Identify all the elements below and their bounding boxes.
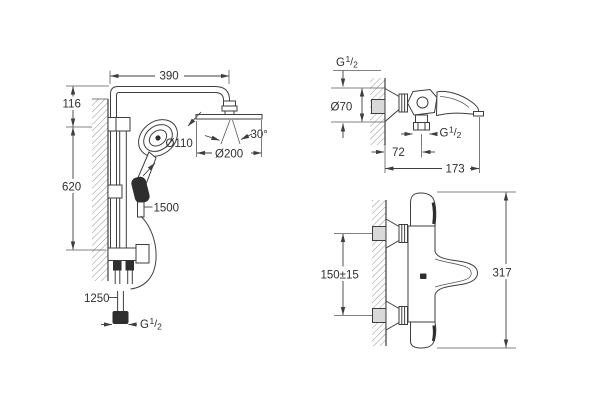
- dim-overall-width-label: 317: [493, 268, 512, 280]
- dim-hand-diameter-label: Ø110: [166, 138, 193, 150]
- dim-escutcheon-label: Ø70: [331, 102, 353, 114]
- wall-brackets: [107, 117, 150, 284]
- dim-arm-projection: 390: [109, 69, 230, 84]
- escutcheon-bottom: [385, 300, 400, 331]
- ball-joint: [221, 105, 238, 112]
- handle-top-grip-mark: [431, 202, 436, 225]
- dim-arm-height: 116: [60, 85, 109, 128]
- shower-riser-and-arm: [110, 86, 230, 248]
- wall-section-left: [92, 98, 109, 281]
- outlet-nut: [413, 122, 430, 131]
- temp-marking: [420, 273, 427, 279]
- handle-top: [410, 192, 437, 227]
- union-nut-top: [398, 224, 408, 243]
- hose-connector: [112, 311, 129, 324]
- dim-inlet-spacing-label: 150±15: [321, 270, 359, 282]
- dim-shower-hose: 1500: [144, 203, 179, 215]
- union-nut-bottom: [398, 306, 408, 325]
- dim-overall-width: 317: [437, 191, 521, 349]
- dim-inlet-spacing: 150±15: [318, 233, 372, 316]
- dim-arm-projection-label: 390: [160, 71, 179, 83]
- dim-head-diameter-label: Ø200: [215, 149, 243, 161]
- mixer-body: [407, 192, 479, 349]
- escutcheon-top: [385, 218, 400, 249]
- dim-head-shower-diameter: Ø200: [196, 120, 262, 161]
- dim-escutcheon-diameter: Ø70: [329, 87, 385, 123]
- outlet-tube: [415, 114, 428, 123]
- shower-hose-loop: [130, 215, 157, 290]
- handle-hub: [416, 96, 429, 109]
- spray-line-left: [220, 119, 231, 145]
- lower-bracket: [107, 247, 137, 261]
- dim-rail-length-label: 620: [62, 182, 81, 194]
- pipe-inner: [116, 92, 224, 248]
- dim-arm-height-label: 116: [63, 99, 81, 111]
- joint-collar: [224, 110, 235, 115]
- pipe-outer: [110, 86, 230, 248]
- wall-thread-union: [371, 99, 386, 114]
- head-shower: [195, 100, 263, 145]
- dim-outlet-hose: 1250: [84, 293, 117, 305]
- spout-body: [435, 90, 480, 117]
- inlet-thread-bottom: [372, 308, 387, 323]
- dim-outlet-offset-label: 72: [392, 147, 405, 159]
- dim-hand-shower-diameter: Ø110: [142, 111, 202, 177]
- handle-bottom: [410, 321, 437, 349]
- dim-spray-angle-label: 30°: [251, 129, 268, 141]
- dim-rail-length: 620: [60, 127, 106, 251]
- dim-outlet-offset: 72: [371, 134, 435, 159]
- outlet-stub-left: [113, 260, 122, 271]
- body-outline: [407, 225, 479, 323]
- hand-shower: [131, 119, 178, 218]
- dim-outlet-thread: G1/2: [401, 125, 462, 141]
- view-thermostat: 150±15 317: [318, 191, 521, 349]
- hose-stub: [137, 201, 145, 218]
- spray-line-right: [232, 119, 241, 145]
- dim-projection: 173: [385, 117, 480, 176]
- union-body: [371, 87, 484, 131]
- head-shower-disc: [195, 114, 263, 120]
- dim-connection-thread-label: G1/2: [140, 316, 162, 332]
- wall-section-top-right: [370, 78, 386, 173]
- dim-outlet-hose-label: 1250: [84, 293, 110, 305]
- dim-outlet-thread-label: G1/2: [440, 125, 462, 141]
- inlet-thread-top: [372, 226, 387, 241]
- upper-bracket: [107, 117, 131, 132]
- handle-side: [406, 88, 438, 116]
- escutcheon-cone: [384, 87, 400, 123]
- dim-spray-angle: 30°: [204, 129, 268, 141]
- wall-hatch: [372, 200, 386, 346]
- dim-connection-thread: G1/2: [101, 316, 162, 332]
- wall-section-bottom-right: [372, 200, 387, 346]
- dim-wall-thread-label: G1/2: [336, 54, 358, 70]
- inlet-unions: [372, 218, 408, 331]
- spout-contour: [439, 96, 470, 108]
- dim-projection-label: 173: [446, 164, 465, 176]
- handle-bottom-grip-mark: [431, 325, 436, 342]
- diverter-block: [135, 244, 150, 264]
- head-center: [155, 135, 161, 141]
- spout-contour: [434, 258, 472, 288]
- arm-nut: [223, 100, 236, 107]
- hand-shower-head: [138, 119, 178, 157]
- wall-hatch: [92, 99, 108, 281]
- union-nut: [398, 93, 408, 113]
- hand-shower-grip: [131, 176, 150, 204]
- head-ring-2: [148, 129, 168, 147]
- view-shower-system: 390 116 620 Ø110 30°: [60, 69, 268, 332]
- slider-holder: [107, 184, 123, 199]
- outlet-stub-right: [125, 260, 134, 271]
- dim-wall-thread: G1/2: [333, 54, 381, 138]
- dim-shower-hose-label: 1500: [154, 203, 180, 215]
- aerator: [473, 111, 484, 117]
- head-ring-1: [143, 124, 173, 152]
- hoses: [112, 215, 157, 324]
- view-wall-union: G1/2 Ø70 G1/2 72 173: [329, 54, 484, 176]
